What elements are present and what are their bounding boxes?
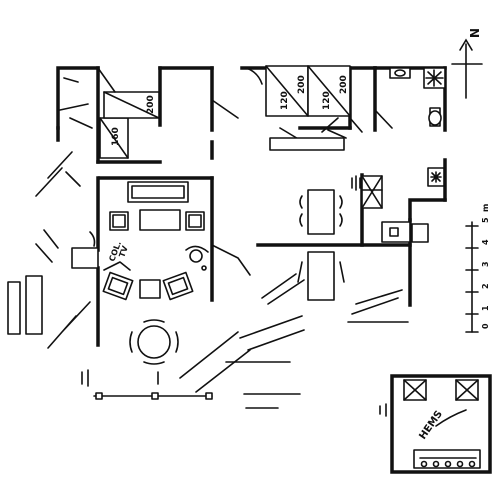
- bed-label-120-a: 120: [280, 91, 290, 110]
- loft-outline: [390, 374, 492, 474]
- sun-lounger-b: [25, 275, 43, 335]
- coffee-table: [139, 209, 181, 231]
- armchair-bottom-right: [162, 271, 194, 301]
- bedroom-middle: 120 200 120 200: [211, 65, 351, 151]
- interior-walls: [96, 66, 412, 302]
- scale-tick-0: 0: [481, 323, 490, 329]
- scale-tick-4: 4: [481, 239, 490, 245]
- dining-table-upper: [307, 189, 335, 235]
- scale-tick-5: 5: [481, 217, 490, 223]
- loft-label: HEMS: [417, 409, 445, 442]
- bed-label-200-a: 200: [146, 95, 156, 114]
- dining-area: [297, 167, 445, 301]
- side-table: [139, 279, 161, 299]
- loft-inset: HEMS: [379, 374, 492, 474]
- scale-unit: m: [481, 204, 490, 212]
- living-room: COL. TV: [71, 181, 251, 301]
- sun-lounger-a: [7, 281, 21, 335]
- scale-tick-1: 1: [481, 305, 490, 311]
- scale-tick-3: 3: [481, 261, 490, 267]
- bathroom: [349, 67, 446, 133]
- scale-tick-2: 2: [481, 283, 490, 289]
- scale-bar: 0 1 2 3 4 5 m: [465, 204, 490, 333]
- bed-label-200-b: 200: [297, 75, 307, 94]
- tv-stand: [71, 247, 99, 269]
- tv-label-line2: TV: [117, 244, 130, 259]
- bed-label-120-b: 120: [322, 91, 332, 110]
- north-arrow: N: [451, 28, 483, 99]
- dining-table-lower: [307, 251, 335, 301]
- north-label: N: [467, 28, 481, 38]
- terrace: [7, 151, 409, 409]
- kitchen-sink: [411, 223, 429, 243]
- wardrobe: [269, 137, 345, 151]
- kitchen-counter: [381, 221, 411, 243]
- armchair-left: [109, 211, 129, 231]
- bed-label-160: 160: [111, 127, 121, 146]
- armchair-bottom-left: [102, 271, 134, 301]
- armchair-right: [185, 211, 205, 231]
- lamp: [189, 249, 203, 263]
- bed-label-200-c: 200: [339, 75, 349, 94]
- bedroom-left: 160 200: [59, 67, 160, 159]
- loft-mattress: [413, 449, 481, 469]
- sofa: [127, 181, 189, 203]
- round-table: [137, 325, 171, 359]
- sink: [389, 67, 411, 79]
